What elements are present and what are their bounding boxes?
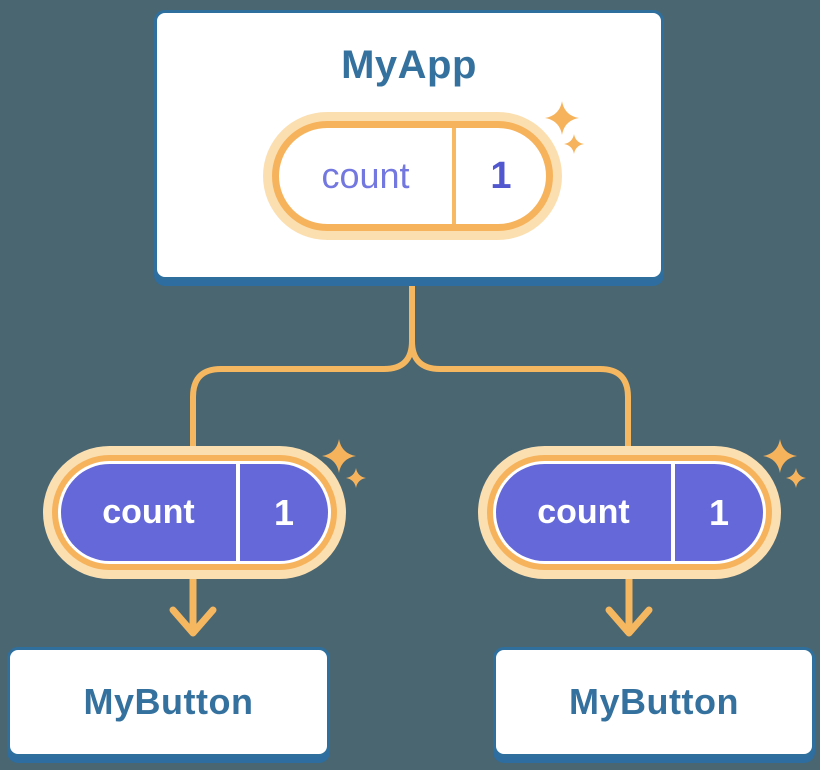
right-state-pill: count 1 [478,446,781,579]
connector-branch-right [409,279,631,455]
root-state-value: 1 [452,128,546,224]
sparkle-icon-small [786,468,806,488]
sparkle-icon-large [545,101,579,135]
left-state-pill: count 1 [43,446,346,579]
mybutton-card-right: MyButton [493,647,815,757]
root-state-pill: count 1 [263,112,562,240]
arrow-down-right-head [605,606,653,637]
root-state-label: count [321,155,410,196]
sparkle-icon-large [322,439,356,473]
myapp-title: MyApp [341,43,477,87]
left-state-label: count [102,493,195,531]
mybutton-title-right: MyButton [569,681,739,722]
sparkle-icon-small [346,468,366,488]
sparkle-icon-small [564,134,584,154]
right-state-value: 1 [671,464,763,561]
left-state-value: 1 [236,464,328,561]
sparkle-icon-large [763,439,797,473]
arrow-down-left-head [169,606,217,637]
mybutton-title-left: MyButton [83,681,254,722]
connector-branch-left [190,279,415,455]
mybutton-card-left: MyButton [7,647,330,757]
right-state-label: count [537,493,630,531]
